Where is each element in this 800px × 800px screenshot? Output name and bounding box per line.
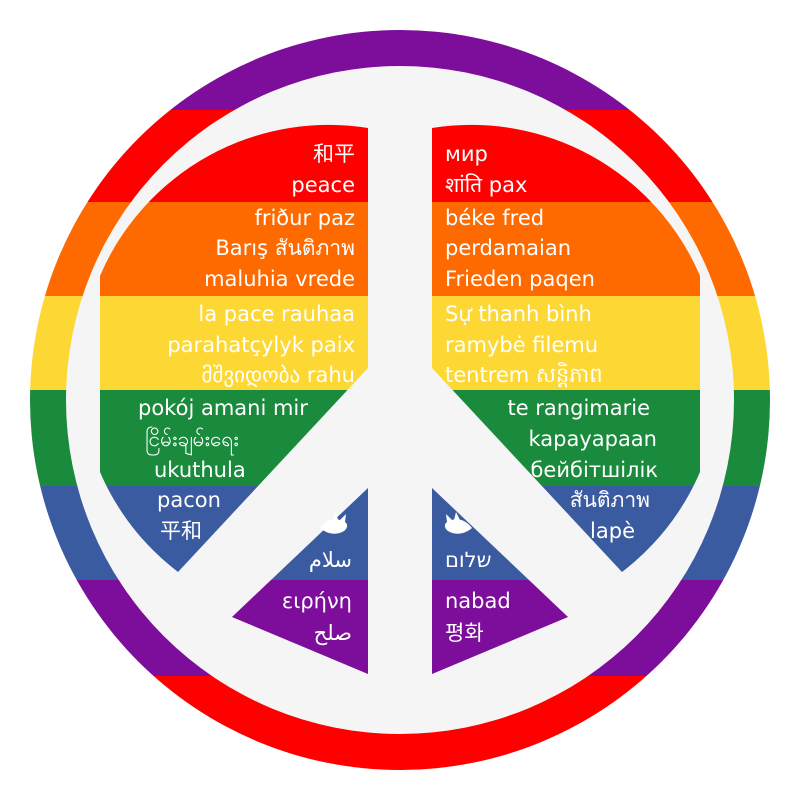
word-right-6: Sự thanh bình	[445, 302, 592, 326]
word-bottom-right-3: 평화	[445, 621, 484, 645]
left-words: 和平 peace friður paz Barış สันติภาพ maluh…	[167, 142, 355, 387]
word-bottom-right-2: nabad	[445, 589, 511, 613]
word-left-13: 平和	[160, 519, 202, 543]
word-left-11: ukuthula	[154, 458, 246, 482]
word-left-2: peace	[291, 173, 355, 197]
word-left-7: parahatçylyk paix	[167, 333, 355, 357]
word-right-12: สันติภาพ	[570, 488, 650, 512]
dove-icon	[320, 512, 348, 534]
word-bottom-left-3: صلح	[314, 621, 352, 645]
left-words-lower: pokój amani mir ငြိမ်းချမ်းရေး ukuthula …	[138, 396, 308, 543]
word-left-4: Barış สันติภาพ	[215, 236, 355, 260]
word-right-11: бейбітшілік	[530, 458, 658, 482]
word-right-2: शांति pax	[445, 173, 527, 197]
word-left-6: la pace rauhaa	[198, 302, 355, 326]
word-right-7: ramybė filemu	[445, 333, 598, 357]
word-left-8: მშვიდობა rahu	[202, 363, 356, 387]
word-right-10: kapayapaan	[528, 427, 657, 451]
word-right-13: lapè	[590, 519, 635, 543]
word-left-10: ငြိမ်းချမ်းရေး	[145, 425, 239, 456]
right-words-lower: te rangimarie kapayapaan бейбітшілік สัน…	[507, 396, 658, 543]
word-left-12: pacon	[157, 488, 221, 512]
word-left-1: 和平	[313, 142, 355, 166]
word-right-8: tentrem សន្តិភាព	[445, 362, 603, 388]
word-right-4: perdamaian	[445, 236, 571, 260]
word-right-3: béke fred	[445, 206, 544, 230]
dove-icon	[444, 512, 472, 534]
word-left-3: friður paz	[254, 206, 355, 230]
word-left-9: pokój amani mir	[138, 396, 308, 420]
bottom-left-words: سلام ειρήνη صلح	[282, 512, 352, 645]
word-right-1: мир	[445, 142, 488, 166]
word-left-5: maluhia vrede	[204, 267, 355, 291]
word-bottom-left-1: سلام	[309, 548, 352, 572]
word-bottom-right-1: שלום	[445, 548, 491, 572]
word-right-9: te rangimarie	[507, 396, 650, 420]
right-words: мир शांति pax béke fred perdamaian Fried…	[445, 142, 603, 388]
word-right-5: Frieden paqen	[445, 267, 595, 291]
bottom-right-words: שלום nabad 평화	[444, 512, 511, 645]
word-bottom-left-2: ειρήνη	[282, 589, 352, 613]
